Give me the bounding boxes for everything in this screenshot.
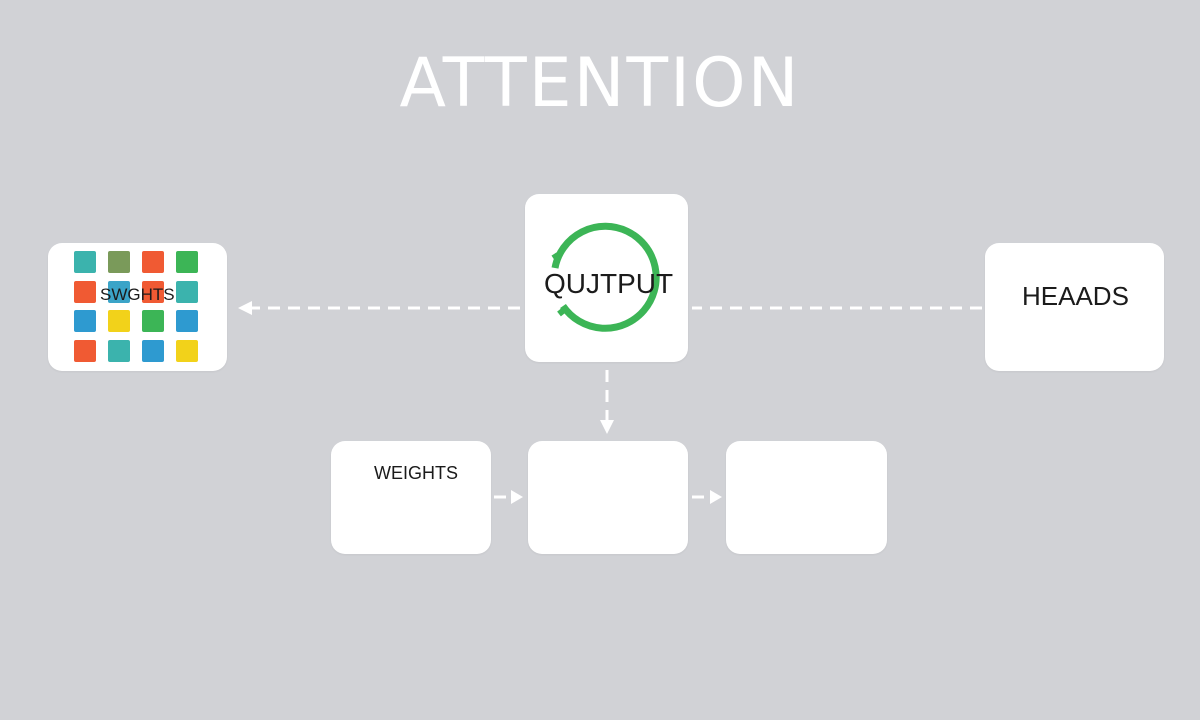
grid-cell [176,340,198,362]
middle-node [528,441,688,554]
grid-cell [74,251,96,273]
grid-cell [108,310,130,332]
weights-node: WEIGHTS [331,441,491,554]
grid-cell [108,340,130,362]
grid-cell [74,281,96,303]
output-node: QUJTPUT [525,194,688,362]
heads-label: HEAADS [1022,281,1129,311]
color-grid [72,251,198,367]
grid-cell [142,310,164,332]
progress-ring-icon [551,222,660,332]
grid-cell [142,281,164,303]
diagram-title: ATTENTION [399,44,801,123]
grid-cell [176,281,198,303]
grid-cell [142,340,164,362]
arrowhead-to-right [710,490,722,504]
arrowhead-to-middle [511,490,523,504]
swights-label: SWGHTS [100,285,175,304]
arrowhead-down [600,420,614,434]
grid-cell [176,251,198,273]
grid-cell [108,281,130,303]
output-label: QUJTPUT [544,268,674,299]
grid-cell [74,340,96,362]
grid-cell [74,310,96,332]
heads-node: HEAADS [985,243,1164,371]
grid-cell [142,251,164,273]
right-node [726,441,887,554]
swights-node: SWGHTS [48,243,227,371]
grid-cell [176,310,198,332]
grid-cell [108,251,130,273]
arrowhead-left [238,301,252,315]
weights-label: WEIGHTS [374,463,458,483]
